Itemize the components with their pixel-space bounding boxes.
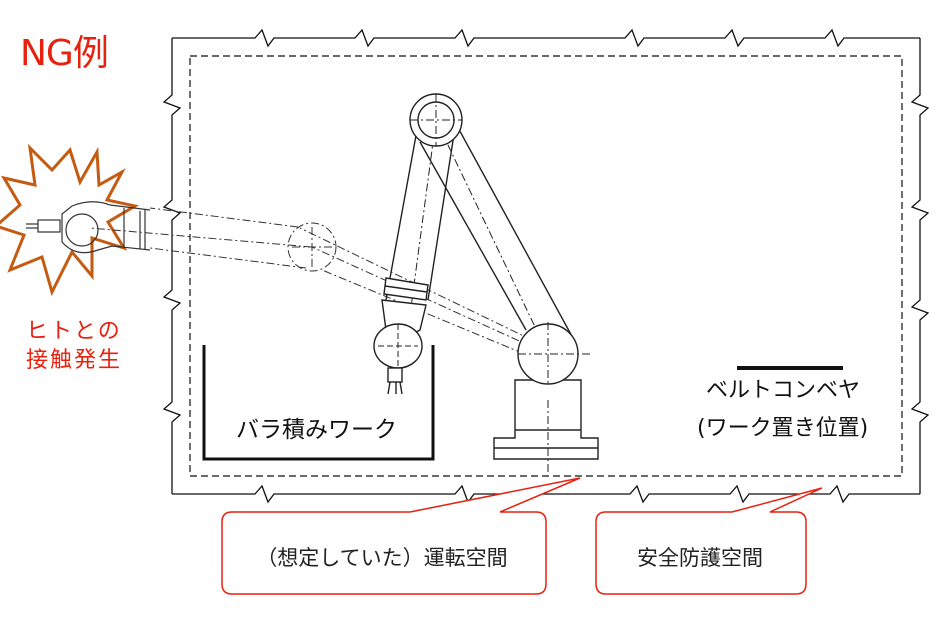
hazard-label-line1: ヒトとの xyxy=(26,319,122,344)
callout-safeguard-space xyxy=(595,487,823,595)
bin-label: バラ積みワーク xyxy=(236,417,397,443)
bulk-parts-bin xyxy=(202,345,435,461)
safeguard-space-boundary xyxy=(189,55,903,477)
robot-extended-wrist xyxy=(26,201,151,254)
hazard-label-line2: 接触発生 xyxy=(26,348,123,373)
robot-arm xyxy=(373,93,599,475)
callout-safeguard-space-text: 安全防護空間 xyxy=(637,546,763,570)
collision-burst-icon xyxy=(0,143,140,297)
callout-operating-space-text: （想定していた）運転空間 xyxy=(256,546,508,570)
diagram-title: NG例 xyxy=(20,33,109,74)
conveyor-label-line1: ベルトコンベヤ xyxy=(706,378,861,403)
callout-operating-space xyxy=(221,477,581,595)
robot-extended-pose xyxy=(89,207,569,373)
enclosure-wall xyxy=(162,28,930,504)
conveyor-label-line2: (ワーク置き位置) xyxy=(697,416,869,441)
